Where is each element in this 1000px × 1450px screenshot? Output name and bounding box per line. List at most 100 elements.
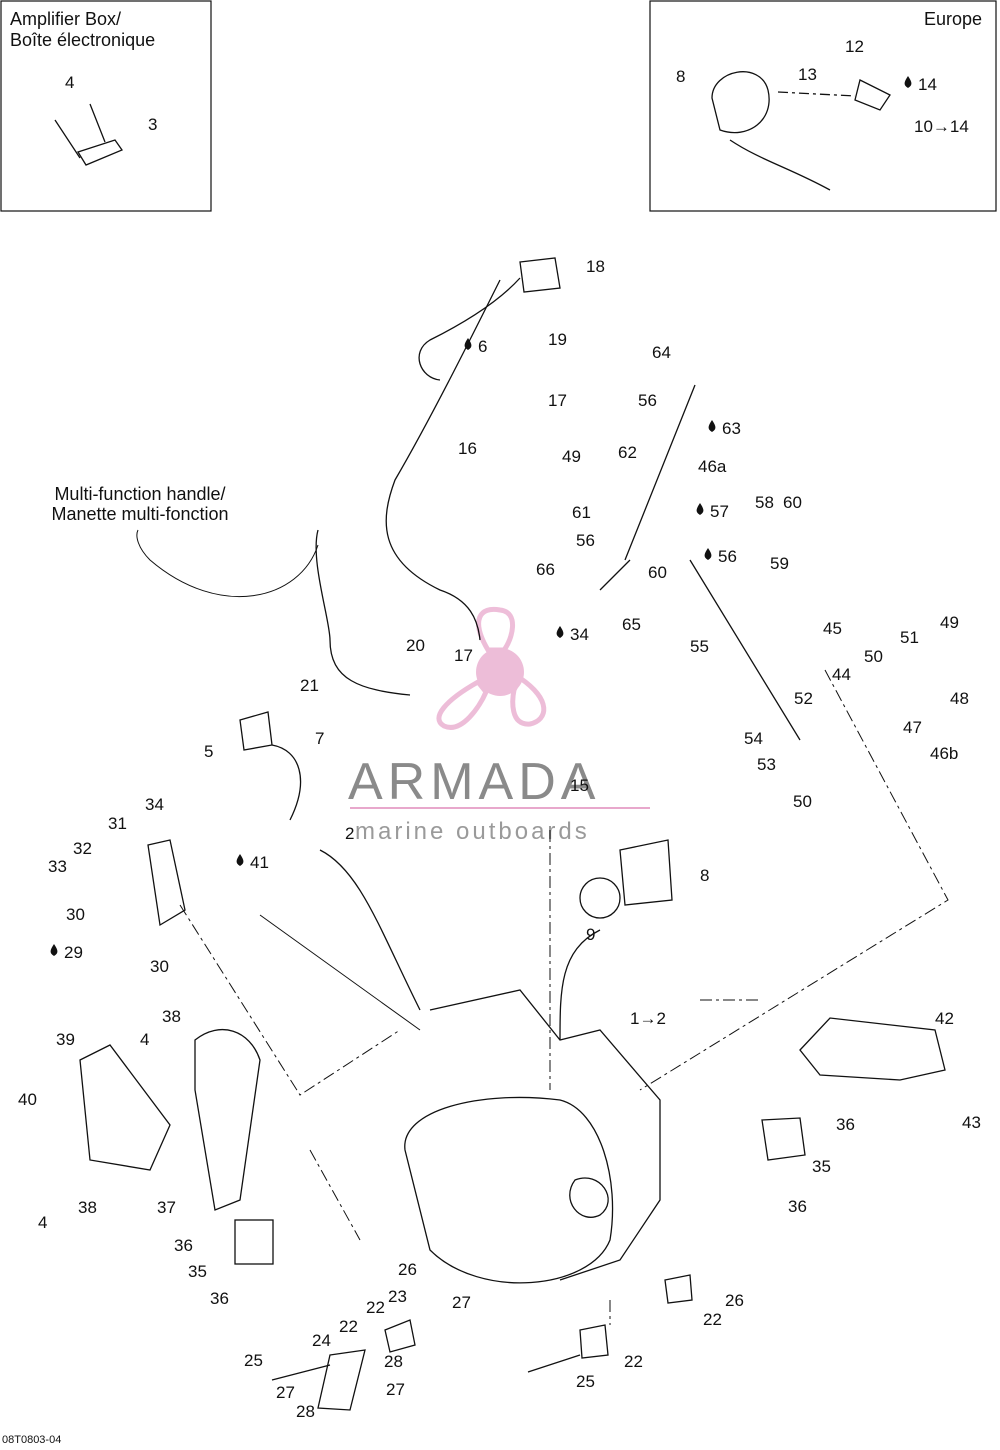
- callout-8-2: 8: [676, 67, 685, 86]
- watermark-tagline: marine outboards: [355, 818, 590, 845]
- callout-36-71: 36: [836, 1115, 855, 1134]
- callout-48-34: 48: [950, 689, 969, 708]
- callout-47-36: 47: [903, 718, 922, 737]
- callout-32-54: 32: [73, 839, 92, 858]
- multi-function-label-line2: Manette multi-fonction: [51, 504, 229, 524]
- callout-58-20: 58: [755, 493, 774, 512]
- callout-45-30: 45: [823, 619, 842, 638]
- callout-4-61: 4: [140, 1030, 149, 1049]
- callout-12-51: 1→2: [630, 1009, 666, 1028]
- callout-27-84: 27: [386, 1380, 405, 1399]
- callout-20-42: 20: [406, 636, 425, 655]
- callout-63-14: 63: [722, 419, 741, 438]
- callout-17-10: 17: [548, 391, 567, 410]
- callout-50-33: 50: [864, 647, 883, 666]
- multi-function-handle-label: Multi-function handle/ Manette multi-fon…: [30, 484, 250, 524]
- callout-35-73: 35: [812, 1157, 831, 1176]
- amplifier-box-title-line1: Amplifier Box/: [10, 9, 122, 29]
- parts-drawings: [54, 71, 949, 1411]
- callout-49-15: 49: [562, 447, 581, 466]
- callout-39-62: 39: [56, 1030, 75, 1049]
- callout-61-18: 61: [572, 503, 591, 522]
- callout-19-8: 19: [548, 330, 567, 349]
- callout-37-66: 37: [157, 1198, 176, 1217]
- callout-66-26: 66: [536, 560, 555, 579]
- amplifier-box-title-line2: Boîte électronique: [10, 30, 156, 50]
- callout-30-58: 30: [150, 957, 169, 976]
- callout-38-60: 38: [162, 1007, 181, 1026]
- callout-9-50: 9: [586, 925, 595, 944]
- callout-17-43: 17: [454, 646, 473, 665]
- callout-46b-40: 46b: [930, 744, 958, 763]
- callout-27-83: 27: [276, 1383, 295, 1402]
- callout-18-7: 18: [586, 257, 605, 276]
- multi-function-label-line1: Multi-function handle/: [54, 484, 226, 504]
- callout-40-63: 40: [18, 1090, 37, 1109]
- callout-2-48: 2: [345, 824, 354, 843]
- oil-drop-icon: [696, 503, 704, 515]
- callout-31-53: 31: [108, 814, 127, 833]
- callout-4-64: 4: [38, 1213, 47, 1232]
- callout-46a-17: 46a: [698, 457, 727, 476]
- callout-60-21: 60: [783, 493, 802, 512]
- callout-65-28: 65: [622, 615, 641, 634]
- callout-26-75: 26: [398, 1260, 417, 1279]
- callout-36-74: 36: [788, 1197, 807, 1216]
- callout-22-78: 22: [366, 1298, 385, 1317]
- oil-drop-icon: [50, 944, 58, 956]
- europe-frame: [649, 0, 997, 212]
- callout-30-56: 30: [66, 905, 85, 924]
- callout-25-89: 25: [576, 1372, 595, 1391]
- callout-4-0: 4: [65, 73, 74, 92]
- callout-43-72: 43: [962, 1113, 981, 1132]
- oil-drop-icon: [236, 854, 244, 866]
- callout-51-32: 51: [900, 628, 919, 647]
- callout-28-85: 28: [296, 1402, 315, 1421]
- callout-52-37: 52: [794, 689, 813, 708]
- callout-22-79: 22: [339, 1317, 358, 1336]
- amplifier-box-title: Amplifier Box/ Boîte électronique: [10, 9, 155, 51]
- callout-62-16: 62: [618, 443, 637, 462]
- callout-33-55: 33: [48, 857, 67, 876]
- reference-code: 08T0803-04: [2, 1434, 62, 1446]
- amplifier-box-frame: [0, 0, 212, 212]
- callout-60-23: 60: [648, 563, 667, 582]
- oil-drop-icon: [904, 76, 912, 88]
- callout-1014-6: 10→14: [914, 117, 969, 136]
- callout-26-86: 26: [725, 1291, 744, 1310]
- callout-55-29: 55: [690, 637, 709, 656]
- callout-53-39: 53: [757, 755, 776, 774]
- callout-16-11: 16: [458, 439, 477, 458]
- oil-drop-icon: [464, 338, 472, 350]
- callout-34-52: 34: [145, 795, 164, 814]
- callout-7-46: 7: [315, 729, 324, 748]
- callout-56-24: 56: [718, 547, 737, 566]
- oil-drop-icon: [708, 420, 716, 432]
- callout-28-81: 28: [384, 1352, 403, 1371]
- callout-24-80: 24: [312, 1331, 331, 1350]
- callout-22-88: 22: [624, 1352, 643, 1371]
- oil-drop-icon: [704, 548, 712, 560]
- callout-56-13: 56: [638, 391, 657, 410]
- callout-64-12: 64: [652, 343, 671, 362]
- callout-38-65: 38: [78, 1198, 97, 1217]
- oil-drop-icon: [556, 626, 564, 638]
- callout-22-87: 22: [703, 1310, 722, 1329]
- callout-54-38: 54: [744, 729, 763, 748]
- callout-35-68: 35: [188, 1262, 207, 1281]
- callout-27-77: 27: [452, 1293, 471, 1312]
- callout-50-41: 50: [793, 792, 812, 811]
- callout-59-25: 59: [770, 554, 789, 573]
- watermark-brand: ARMADA: [348, 753, 601, 811]
- callout-56-22: 56: [576, 531, 595, 550]
- callout-5-45: 5: [204, 742, 213, 761]
- callout-36-67: 36: [174, 1236, 193, 1255]
- callout-34-27: 34: [570, 625, 589, 644]
- callout-14-5: 14: [918, 75, 937, 94]
- europe-title: Europe: [924, 9, 983, 29]
- callout-3-1: 3: [148, 115, 157, 134]
- watermark-propeller-icon: [436, 606, 547, 730]
- callout-12-3: 12: [845, 37, 864, 56]
